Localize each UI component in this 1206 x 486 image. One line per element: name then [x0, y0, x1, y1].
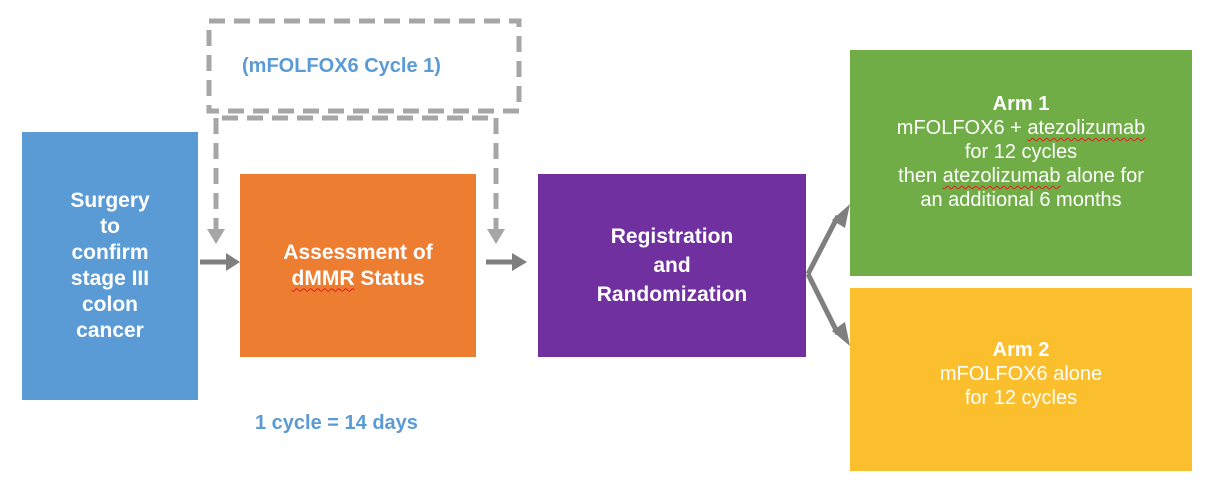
- arm2-title: Arm 2: [992, 339, 1050, 361]
- arm1-box: Arm 1 mFOLFOX6 + atezolizumab for 12 cyc…: [850, 50, 1192, 276]
- arm2-box: Arm 2 mFOLFOX6 alone for 12 cycles: [850, 288, 1192, 471]
- surgery-box: Surgery to confirm stage III colon cance…: [22, 132, 198, 400]
- arm1-line-4: an additional 6 months: [920, 189, 1122, 211]
- assessment-line-2-rest: Status: [354, 266, 425, 290]
- surgery-line-5: colon: [82, 293, 138, 316]
- dashed-cycle-frame: [206, 18, 522, 232]
- dmmr-term: dMMR: [291, 266, 355, 290]
- arm1-drug-term-1: atezolizumab: [1027, 117, 1146, 139]
- surgery-line-6: cancer: [76, 319, 144, 342]
- arm1-line-1-pre: mFOLFOX6 +: [896, 117, 1028, 139]
- registration-line-3: Randomization: [596, 283, 748, 306]
- dashed-arrowhead-left: [207, 229, 225, 244]
- arm1-title: Arm 1: [992, 93, 1050, 115]
- assessment-line-1: Assessment of: [283, 240, 433, 264]
- cycle1-label: (mFOLFOX6 Cycle 1): [242, 55, 441, 77]
- dashed-arrowhead-right: [487, 229, 505, 244]
- cycle-duration-note: 1 cycle = 14 days: [255, 412, 418, 434]
- arm1-line-3-pre: then: [898, 165, 943, 187]
- arrow-to-arm2: [805, 272, 850, 346]
- arrow-to-arm1: [805, 204, 850, 276]
- arm1-line-1: mFOLFOX6 + atezolizumab: [897, 116, 1145, 140]
- arm1-line-3-post: alone for: [1060, 165, 1144, 187]
- arm2-line-2: for 12 cycles: [964, 387, 1078, 409]
- arrow-surgery-to-assessment: [200, 253, 240, 271]
- registration-line-1: Registration: [610, 225, 734, 248]
- surgery-line-4: stage III: [70, 267, 150, 290]
- surgery-line-1: Surgery: [70, 189, 150, 212]
- arm2-line-1: mFOLFOX6 alone: [939, 363, 1103, 385]
- arm1-line-3: then atezolizumab alone for: [898, 164, 1144, 188]
- assessment-line-2: dMMR Status: [292, 266, 425, 292]
- surgery-line-2: to: [100, 215, 120, 238]
- arm1-line-2: for 12 cycles: [964, 141, 1078, 163]
- arrow-assessment-to-registration: [486, 253, 527, 271]
- registration-box: Registration and Randomization: [538, 174, 806, 357]
- assessment-box: Assessment of dMMR Status: [240, 174, 476, 357]
- surgery-line-3: confirm: [71, 241, 149, 264]
- arm1-drug-term-2: atezolizumab: [942, 165, 1061, 187]
- registration-line-2: and: [653, 254, 691, 277]
